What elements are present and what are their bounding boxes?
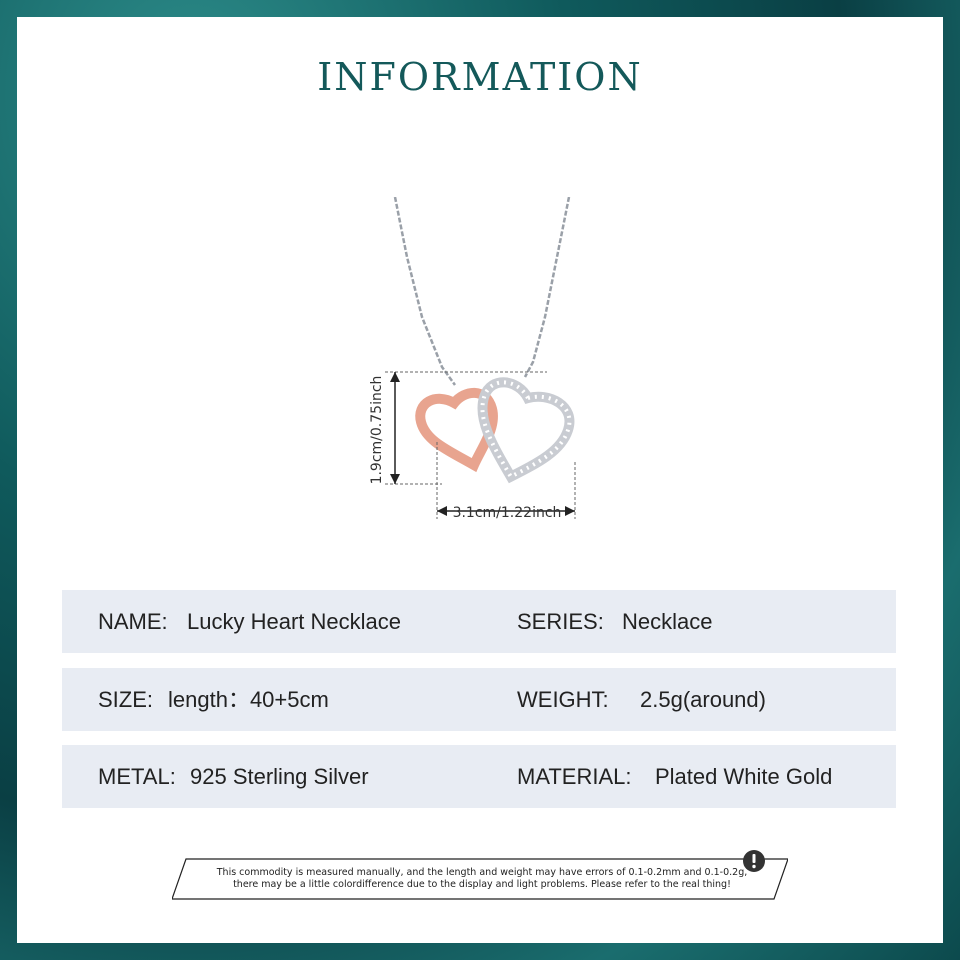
- metal-value: 925 Sterling Silver: [190, 764, 369, 789]
- size-value: length：40+5cm: [168, 687, 329, 712]
- series-value: Necklace: [622, 609, 713, 634]
- warning-icon: [743, 850, 765, 872]
- name-value: Lucky Heart Necklace: [187, 609, 401, 634]
- page-title: INFORMATION: [317, 55, 643, 99]
- size-label: SIZE:: [98, 687, 154, 712]
- weight-label: WEIGHT:: [517, 687, 609, 712]
- width-dimension-label: 3.1cm/1.22inch: [452, 505, 562, 521]
- spec-row-size-weight: SIZE: length：40+5cm WEIGHT: 2.5g(around): [62, 668, 896, 731]
- series-label: SERIES:: [517, 609, 604, 634]
- notice-line-2: there may be a little colordifference du…: [233, 879, 731, 890]
- name-label: NAME:: [98, 609, 168, 634]
- measurement-notice: This commodity is measured manually, and…: [172, 850, 788, 901]
- spec-row-name-series: NAME: Lucky Heart Necklace SERIES: Neckl…: [62, 590, 896, 653]
- metal-label: METAL:: [98, 764, 176, 789]
- notice-text: This commodity is measured manually, and…: [202, 867, 762, 891]
- height-dimension-label: 1.9cm/0.75inch: [369, 375, 385, 485]
- notice-line-1: This commodity is measured manually, and…: [216, 867, 748, 878]
- notice-frame: [172, 858, 788, 900]
- weight-value: 2.5g(around): [640, 687, 766, 712]
- spec-row-metal-material: METAL: 925 Sterling Silver MATERIAL: Pla…: [62, 745, 896, 808]
- material-value: Plated White Gold: [655, 764, 833, 789]
- necklace-image: [385, 197, 576, 519]
- info-card: INFORMATION 1.9cm/0.75inch 3.1cm/1.22inc…: [17, 17, 943, 943]
- material-label: MATERIAL:: [517, 764, 632, 789]
